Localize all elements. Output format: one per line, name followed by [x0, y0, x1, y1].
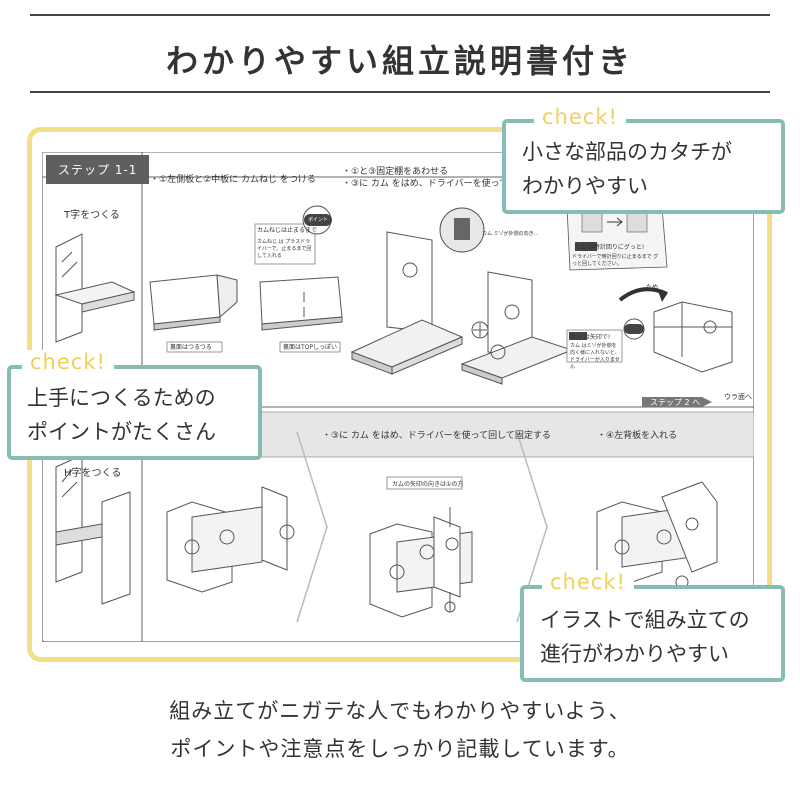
- callout-3-line-2: 進行がわかりやすい: [540, 642, 729, 666]
- description-line-1: 組み立てがニガテな人でもわかりやすいよう、: [169, 699, 631, 723]
- callout-tips: 上手につくるための ポイントがたくさん: [7, 365, 262, 460]
- step2-next-tab: ステップ 2 へ: [650, 398, 701, 407]
- step1-instruction-1: ・①左側板と②中板に カムねじ をつける: [150, 175, 316, 185]
- callout-3-line-1: イラストで組み立ての: [540, 608, 750, 632]
- step1-instruction-2b: ・③に カム をはめ、ドライバーを使って回: [342, 179, 518, 189]
- point-label: ポイント: [308, 217, 329, 223]
- cam-small-note: カム ミゾが外側の向き…: [482, 231, 539, 237]
- label-b: 裏面はTOPしっぽい: [283, 344, 338, 351]
- step2-subtitle: H字をつくる: [64, 468, 122, 479]
- top-rule: [30, 14, 770, 16]
- callout-1-check: check!: [534, 105, 626, 129]
- callout-2-line-2: ポイントがたくさん: [27, 420, 216, 444]
- callout-3-check: check!: [542, 570, 634, 594]
- page-title: わかりやすい組立説明書付き: [165, 42, 634, 80]
- cam-note-body: カムねじ は プラスドライバーで、止まるまで回して入れる: [257, 239, 312, 259]
- step2-instruction-1: ・③に カム をはめ、ドライバーを使って回して固定する: [322, 431, 551, 441]
- step2-instruction-2: ・④左背板を入れる: [597, 431, 678, 441]
- label-a: 裏面はつるつる: [170, 344, 212, 351]
- step1-tab: ステップ 1-1: [46, 155, 150, 184]
- cam-note-title: カムねじは止まるまで: [257, 227, 318, 234]
- callout-illustration: イラストで組み立ての 進行がわかりやすい: [520, 585, 785, 682]
- cam-note2-body: カム はミゾが外側を向く様に入れないと、ドライバーが入りません: [570, 343, 620, 370]
- callout-2-line-1: 上手につくるための: [27, 386, 216, 410]
- step1-instruction-2a: ・①と③固定棚をあわせる: [342, 167, 449, 177]
- cam-turn-title: カム は時計回りにグっと!: [574, 244, 645, 251]
- step1-subtitle: T字をつくる: [64, 210, 120, 221]
- callout-1-line-2: わかりやすい: [522, 174, 648, 198]
- callout-2-check: check!: [22, 350, 114, 374]
- callout-small-parts: 小さな部品のカタチが わかりやすい: [502, 119, 785, 214]
- title-rule: [30, 91, 770, 93]
- cam-direction-note: カムの矢印の向きは①の方: [392, 481, 464, 488]
- cam-turn-body: ドライバーで時計回りに止まるまで グっと回してください。: [572, 254, 659, 267]
- back-side-label: ウラ面へ: [724, 393, 752, 401]
- description-line-2: ポイントや注意点をしっかり記載しています。: [170, 737, 630, 761]
- callout-1-line-1: 小さな部品のカタチが: [522, 140, 732, 164]
- cam-note2-title: カム は矢印で!: [570, 334, 611, 341]
- tame-label: ため: [646, 284, 659, 291]
